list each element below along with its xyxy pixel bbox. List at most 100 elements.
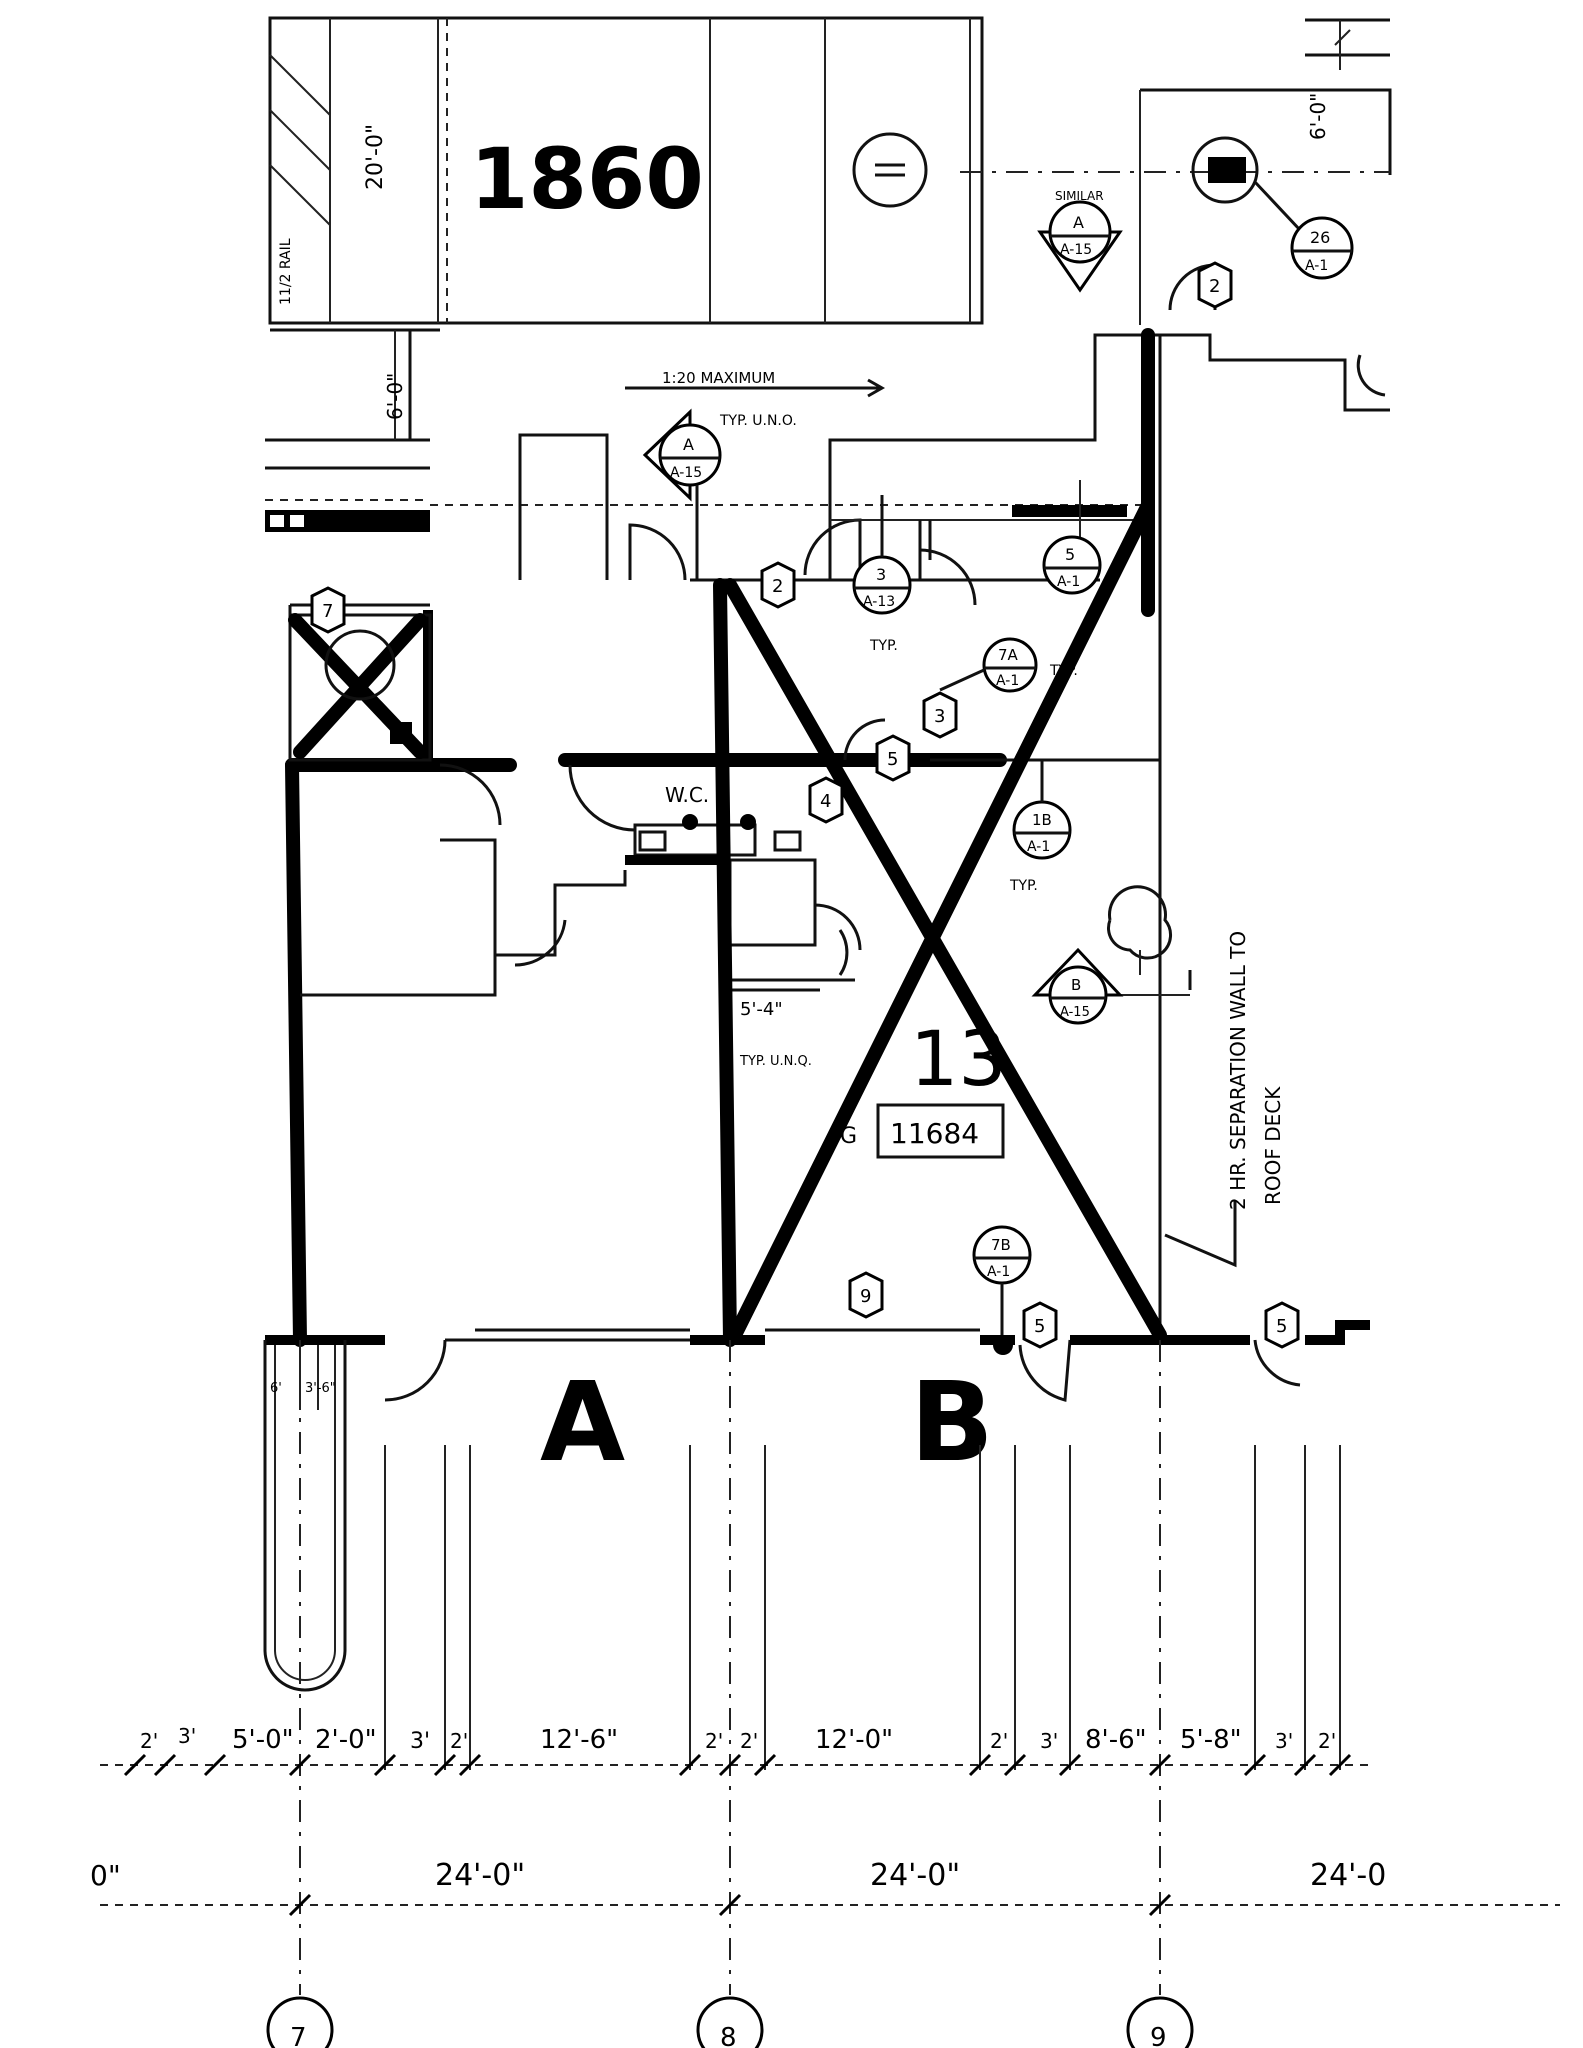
unit-plan: W.C.	[263, 328, 1370, 1692]
hex-tag: 7	[310, 586, 346, 634]
svg-text:4: 4	[820, 791, 831, 812]
svg-text:2: 2	[772, 576, 783, 597]
svg-text:1B: 1B	[1032, 811, 1052, 829]
grid-bubble-7: 7	[266, 1996, 334, 2048]
svg-text:24'-0": 24'-0"	[870, 1858, 960, 1893]
svg-text:3': 3'	[1040, 1729, 1058, 1753]
svg-text:7B: 7B	[991, 1236, 1011, 1254]
callout-1b-a1: 1B A-1	[1012, 760, 1072, 860]
typ-note-c: TYP.	[1009, 878, 1038, 894]
hex-tag: 2	[1197, 261, 1233, 309]
svg-text:5: 5	[887, 749, 898, 770]
svg-text:12'-0": 12'-0"	[815, 1725, 893, 1755]
hex-tag: 5	[1022, 1301, 1058, 1349]
svg-text:A: A	[1073, 213, 1084, 232]
grid-lines	[299, 1340, 1341, 1995]
svg-text:2': 2'	[140, 1729, 158, 1753]
dim-6-0: 6'-0"	[383, 373, 407, 420]
grid-bubbles: 7 8 9	[266, 1996, 1194, 2048]
svg-text:8'-6": 8'-6"	[1085, 1725, 1147, 1755]
overall-dimensions: 0" 24'-0" 24'-0" 24'-0	[90, 1858, 1386, 1893]
dimension-strings: 2' 3' 5'-0" 2'-0" 3' 2' 12'-6" 2' 2' 12'…	[90, 1724, 1560, 1917]
typ-note-b: TYP.	[1049, 663, 1078, 679]
svg-text:2: 2	[1209, 276, 1220, 297]
separation-note-1: 2 HR. SEPARATION WALL TO	[1226, 931, 1250, 1210]
entry-dim-3-6: 3'-6"	[305, 1381, 336, 1396]
svg-text:A-15: A-15	[1060, 1005, 1090, 1020]
callout-26-a1: 26 A-1	[1290, 216, 1354, 280]
sheet-note-similar: SIMILAR	[1055, 189, 1104, 203]
wc-label: W.C.	[665, 783, 709, 807]
callout-7b-a1: 7B A-1	[972, 1225, 1032, 1335]
svg-text:2': 2'	[705, 1729, 723, 1753]
hex-tag: 5	[1264, 1301, 1300, 1349]
svg-text:2': 2'	[740, 1729, 758, 1753]
plan-labels: A B 13 11684 G 1:20 MAXIMUM TYP. U.N.O. …	[270, 369, 1285, 1486]
svg-text:3: 3	[934, 706, 945, 727]
hex-tag: 3	[922, 691, 958, 739]
hex-tag: 4	[808, 776, 844, 824]
building-number: 1860	[470, 130, 704, 228]
typ-uno-note: TYP. U.N.O.	[719, 413, 797, 429]
svg-text:A-1: A-1	[1027, 839, 1050, 855]
dim-5-4: 5'-4"	[740, 999, 783, 1020]
svg-text:2'-0": 2'-0"	[315, 1725, 377, 1755]
callout-b-a15: B A-15	[1031, 947, 1124, 1025]
svg-text:5: 5	[1065, 545, 1075, 564]
hex-tag: 9	[848, 1271, 884, 1319]
svg-text:A: A	[683, 435, 694, 454]
hex-tags: 2 2 3 5 4 9 5 5	[310, 261, 1300, 1349]
suite-number: 11684	[890, 1117, 979, 1150]
building-1860: 1860 20'-0" 11/2 RAIL	[268, 16, 984, 332]
svg-text:3': 3'	[410, 1729, 430, 1754]
typ-unq-note: TYP. U.N.Q.	[739, 1054, 812, 1069]
unit-a-label: A	[540, 1358, 625, 1486]
entry-dim-6: 6'	[270, 1381, 282, 1396]
upper-right-area: SIMILAR 6'-0"	[960, 18, 1392, 412]
unit-b-label: B	[910, 1358, 994, 1486]
svg-text:2': 2'	[1318, 1729, 1336, 1753]
svg-text:0": 0"	[90, 1859, 121, 1892]
left-structure: 6'-0"	[265, 330, 430, 532]
dim-20-0: 20'-0"	[363, 124, 388, 190]
svg-text:8: 8	[720, 2023, 737, 2048]
typ-note-a: TYP.	[869, 638, 898, 654]
callout-a-a15-upper: A A-15	[1037, 200, 1123, 293]
svg-text:A-1: A-1	[987, 1264, 1010, 1280]
svg-text:3': 3'	[178, 1724, 196, 1748]
svg-text:5'-0": 5'-0"	[232, 1725, 294, 1755]
svg-text:26: 26	[1310, 228, 1330, 247]
svg-text:3': 3'	[1275, 1729, 1293, 1753]
svg-text:7A: 7A	[998, 646, 1019, 664]
grid-bubble-9: 9	[1126, 1996, 1194, 2048]
dimension-row: 2' 3' 5'-0" 2'-0" 3' 2' 12'-6" 2' 2' 12'…	[140, 1724, 1336, 1755]
section-callouts: A A-15 A A-15 3 A-13 5 A-1 7A	[642, 200, 1354, 1335]
separation-note-2: ROOF DECK	[1261, 1086, 1285, 1205]
suite-prefix: G	[840, 1124, 857, 1149]
svg-text:24'-0": 24'-0"	[435, 1858, 525, 1893]
svg-text:2': 2'	[450, 1729, 468, 1753]
hex-tag: 5	[875, 734, 911, 782]
svg-text:5: 5	[1276, 1316, 1287, 1337]
svg-text:2': 2'	[990, 1729, 1008, 1753]
svg-text:9: 9	[860, 1286, 871, 1307]
svg-text:12'-6": 12'-6"	[540, 1725, 618, 1755]
svg-text:A-1: A-1	[1305, 258, 1328, 274]
unit-b-number: 13	[910, 1014, 1007, 1103]
svg-text:A-1: A-1	[996, 673, 1019, 689]
callout-3-a13: 3 A-13	[852, 495, 912, 615]
svg-text:5: 5	[1034, 1316, 1045, 1337]
svg-text:3: 3	[876, 565, 886, 584]
svg-text:9: 9	[1150, 2023, 1167, 2048]
callout-a-a15: A A-15	[642, 408, 722, 580]
svg-text:5'-8": 5'-8"	[1180, 1725, 1242, 1755]
svg-text:7: 7	[290, 2023, 307, 2048]
svg-text:7: 7	[322, 601, 333, 622]
dim-6-0-right: 6'-0"	[1306, 93, 1330, 140]
max-slope-note: 1:20 MAXIMUM	[662, 369, 775, 387]
svg-text:B: B	[1071, 976, 1081, 994]
svg-text:A-1: A-1	[1057, 574, 1080, 590]
svg-text:A-13: A-13	[863, 594, 895, 610]
callout-5-a1: 5 A-1	[1042, 535, 1102, 595]
